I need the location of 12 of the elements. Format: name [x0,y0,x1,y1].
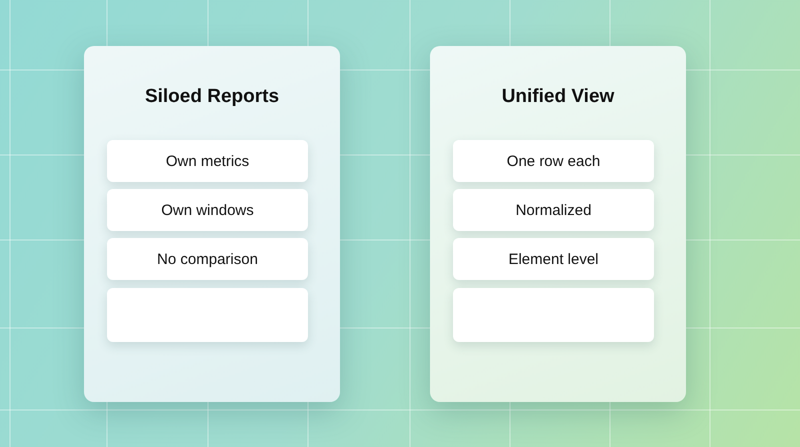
item-card: One row each [453,140,654,182]
panel-card [430,46,686,402]
panel-card [84,46,340,402]
empty-card [453,288,654,342]
item-card: Own windows [107,189,308,231]
item-card: Normalized [453,189,654,231]
panel-title: Unified View [500,86,616,108]
item-card: Own metrics [107,140,308,182]
item-card: Element level [453,238,654,280]
item-card: No comparison [107,238,308,280]
empty-card [107,288,308,342]
panel-title: Siloed Reports [144,86,280,108]
